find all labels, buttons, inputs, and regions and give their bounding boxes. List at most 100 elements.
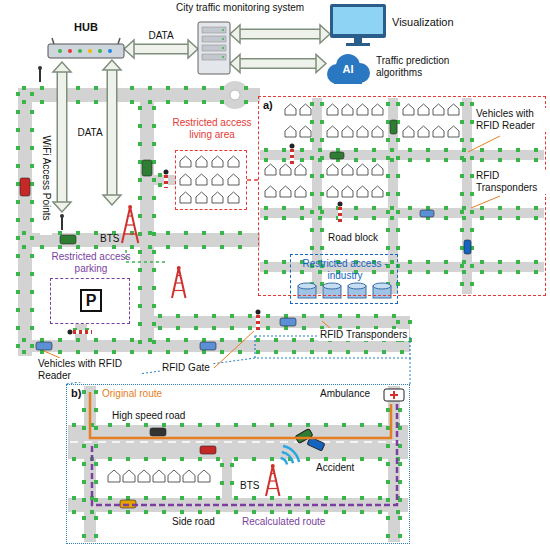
rfid-transponder (462, 206, 466, 210)
rfid-transponder (216, 423, 220, 427)
roundabout (221, 81, 249, 109)
hub-led (68, 49, 72, 53)
rfid-transponder (354, 148, 358, 152)
house (228, 174, 239, 185)
arrow-head (124, 40, 134, 58)
vehicle (390, 120, 397, 134)
rfid-transponder (138, 142, 142, 146)
tower-bar (268, 488, 278, 489)
vehicle (60, 235, 76, 244)
rfid-transponder (270, 510, 274, 514)
rfid-transponder (498, 270, 502, 274)
rfid-transponder (396, 510, 400, 514)
gate-bar (70, 330, 92, 334)
zoom-line (410, 358, 411, 384)
rfid-transponder (338, 314, 342, 318)
rfid-transponder (426, 260, 430, 264)
rfid-transponder (22, 350, 26, 354)
annotation-label: Vehicles with RFID Reader (474, 108, 548, 132)
region-box: b) (66, 384, 410, 544)
rfid-transponder (310, 174, 314, 178)
rfid-transponder (144, 496, 148, 500)
rfid-transponder (112, 350, 116, 354)
rfid-transponder (288, 496, 292, 500)
house (280, 164, 291, 175)
rfid-transponder (30, 200, 34, 204)
house (168, 470, 180, 482)
rfid-transponder (94, 100, 98, 104)
rfid-transponder (460, 282, 464, 286)
rfid-transponder (72, 510, 76, 514)
rfid-transponder (264, 260, 268, 264)
arrow-shaft (57, 72, 68, 202)
rfid-transponder (386, 192, 390, 196)
rfid-transponder (152, 214, 156, 218)
rfid-transponder (324, 457, 328, 461)
annotation-label: Road block (326, 232, 380, 244)
gate-bar (290, 146, 294, 164)
rfid-transponder (152, 340, 156, 344)
server-led (222, 29, 224, 31)
rfid-transponder (360, 423, 364, 427)
tower-bar (174, 290, 184, 291)
region-box: Restricted access - industry (290, 254, 398, 304)
rfid-transponder (138, 106, 142, 110)
server-led (222, 56, 224, 58)
tower-bar (271, 473, 274, 474)
rfid-transponder (470, 228, 474, 232)
node-sublabel: Traffic prediction algorithms (376, 55, 476, 79)
rfid-transponder (162, 510, 166, 514)
connector (247, 180, 258, 181)
rfid-transponder (534, 216, 538, 220)
rfid-transponder (16, 290, 20, 294)
arrow-shaft (134, 44, 188, 55)
gate-stripes (256, 312, 260, 330)
rfid-transponder (266, 326, 270, 330)
rfid-transponder (212, 314, 216, 318)
rfid-transponder (390, 216, 394, 220)
server-body (198, 22, 230, 74)
house (418, 104, 429, 115)
gate (164, 170, 169, 189)
rfid-transponder (220, 350, 224, 354)
rfid-transponder (234, 457, 238, 461)
rfid-transponder (516, 216, 520, 220)
house (448, 126, 459, 137)
house (212, 192, 223, 203)
server-icon (198, 22, 230, 74)
server-bay (202, 54, 226, 60)
rfid-transponder (252, 457, 256, 461)
node-label: a) (263, 99, 283, 112)
house (212, 156, 223, 167)
rfid-transponder (386, 174, 390, 178)
rfid-transponder (386, 516, 390, 520)
rfid-transponder (336, 148, 340, 152)
arrow-head (320, 25, 330, 43)
rfid-transponder (426, 148, 430, 152)
house (212, 174, 223, 185)
factory-roof (348, 283, 366, 289)
rfid-transponder (398, 516, 402, 520)
cloud-node: AITraffic prediction algorithms (326, 53, 370, 85)
rfid-transponder (460, 156, 464, 160)
rfid-transponder (408, 206, 412, 210)
rfid-transponder (354, 158, 358, 162)
rfid-transponder (310, 228, 314, 232)
rfid-transponder (460, 120, 464, 124)
leader-line (214, 331, 254, 368)
rfid-transponder (266, 314, 270, 318)
edge-label: DATA (146, 30, 175, 42)
rfid-transponder (138, 304, 142, 308)
rfid-transponder (408, 260, 412, 264)
rfid-transponder (328, 350, 332, 354)
rfid-transponder (184, 231, 188, 235)
rfid-transponder (58, 338, 62, 342)
rfid-transponder (470, 138, 474, 142)
rfid-transponder (94, 231, 98, 235)
rfid-transponder (162, 457, 166, 461)
rfid-transponder (288, 423, 292, 427)
rfid-transponder (282, 260, 286, 264)
rfid-transponder (386, 138, 390, 142)
rfid-transponder (22, 86, 26, 90)
rfid-transponder (282, 216, 286, 220)
